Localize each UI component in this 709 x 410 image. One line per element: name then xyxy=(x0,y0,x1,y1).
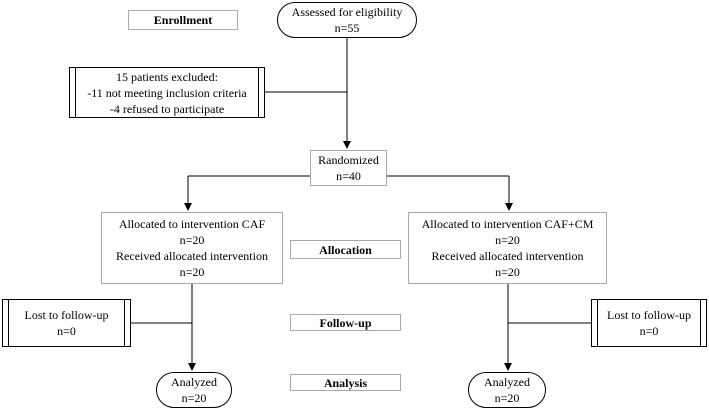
randomized-title: Randomized xyxy=(318,153,379,167)
right-allocation-box: Allocated to intervention CAF+CM n=20 Re… xyxy=(408,212,607,284)
excluded-reason-1: -11 not meeting inclusion criteria xyxy=(87,85,247,100)
excluded-box: 15 patients excluded: -11 not meeting in… xyxy=(69,67,265,118)
left-lost-count: n=0 xyxy=(57,324,76,338)
left-received-title: Received allocated intervention xyxy=(116,249,268,263)
enrollment-label-text: Enrollment xyxy=(153,13,213,27)
left-received-count: n=20 xyxy=(179,265,205,279)
assessed-box: Assessed for eligibility n=55 xyxy=(277,2,417,38)
analysis-label: Analysis xyxy=(290,374,401,391)
right-analyzed-box: Analyzed n=20 xyxy=(468,372,546,408)
left-lost-title: Lost to follow-up xyxy=(24,308,109,322)
left-allocation-box: Allocated to intervention CAF n=20 Recei… xyxy=(101,212,283,284)
allocation-label-text: Allocation xyxy=(319,242,372,257)
left-allocated-count: n=20 xyxy=(179,233,205,247)
assessed-title: Assessed for eligibility xyxy=(291,5,403,19)
left-analyzed-title: Analyzed xyxy=(171,375,217,389)
right-lost-count: n=0 xyxy=(639,324,659,338)
enrollment-label: Enrollment xyxy=(128,10,238,30)
right-lost-box: Lost to follow-up n=0 xyxy=(591,299,707,347)
follow-up-label: Follow-up xyxy=(290,314,401,331)
left-analyzed-box: Analyzed n=20 xyxy=(156,372,232,408)
randomized-count: n=40 xyxy=(336,169,361,183)
left-analyzed-count: n=20 xyxy=(181,391,207,405)
right-lost-title: Lost to follow-up xyxy=(607,308,691,322)
assessed-count: n=55 xyxy=(334,21,360,35)
allocation-label: Allocation xyxy=(290,240,401,259)
follow-up-label-text: Follow-up xyxy=(319,315,372,330)
right-analyzed-count: n=20 xyxy=(494,391,520,405)
right-allocated-title: Allocated to intervention CAF+CM xyxy=(421,217,594,231)
excluded-title: 15 patients excluded: xyxy=(116,69,218,84)
right-analyzed-title: Analyzed xyxy=(484,375,530,389)
excluded-reason-2: -4 refused to participate xyxy=(109,101,225,116)
left-allocated-title: Allocated to intervention CAF xyxy=(118,217,266,231)
randomized-box: Randomized n=40 xyxy=(310,150,387,186)
right-received-count: n=20 xyxy=(495,265,520,279)
analysis-label-text: Analysis xyxy=(323,375,368,390)
right-allocated-count: n=20 xyxy=(495,233,520,247)
left-lost-box: Lost to follow-up n=0 xyxy=(2,299,131,347)
right-received-title: Received allocated intervention xyxy=(431,249,584,263)
